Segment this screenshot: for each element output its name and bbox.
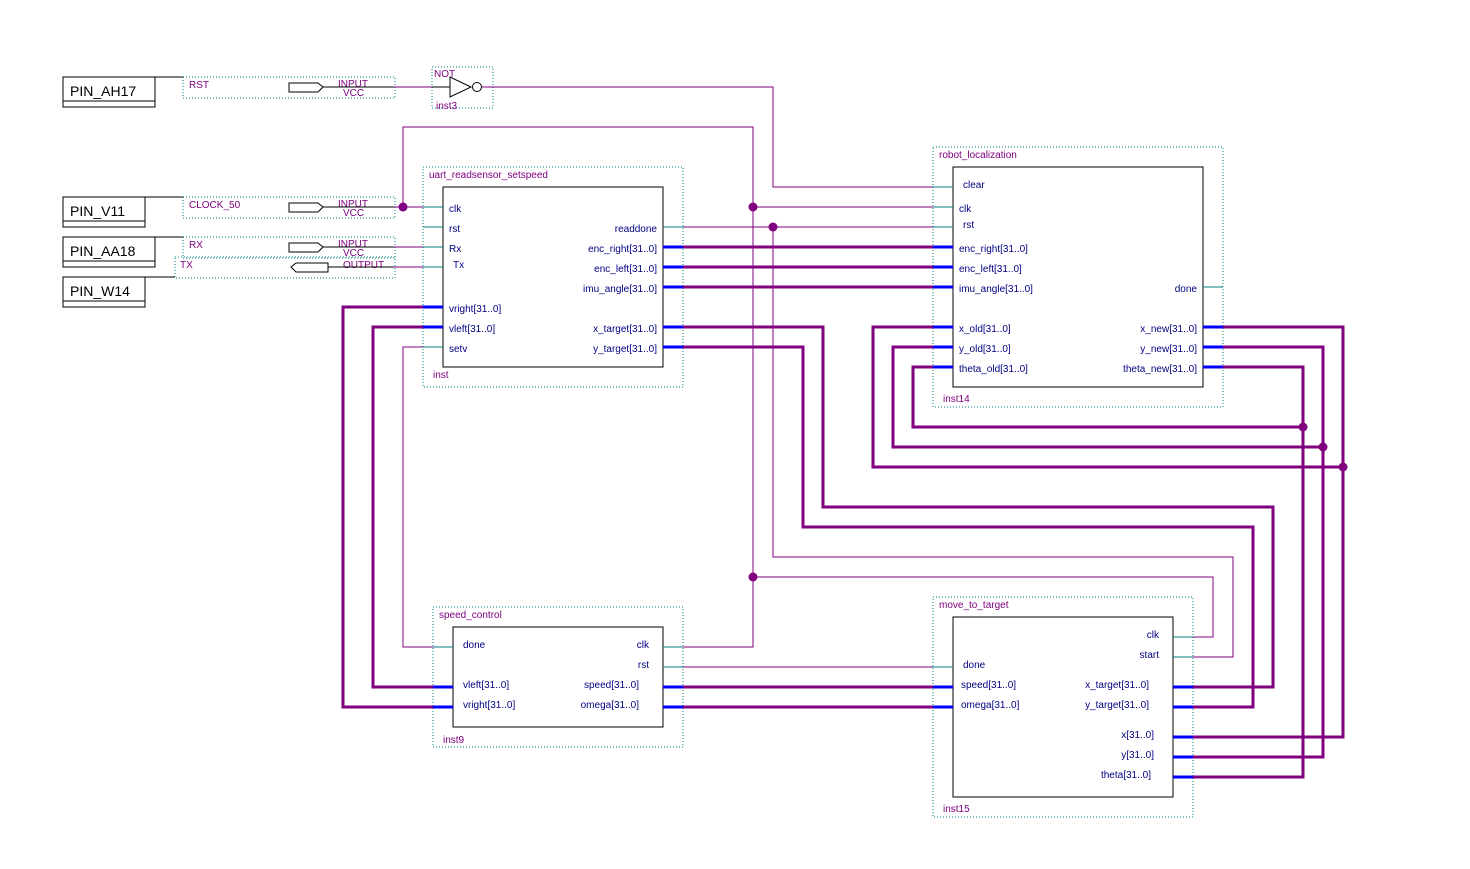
sc-port-done: done <box>463 640 486 651</box>
mt-port-y: y[31..0] <box>1121 750 1154 761</box>
robot-localization-outline <box>932 146 1224 408</box>
input-pin-arrow-clock <box>288 202 324 213</box>
pin-dir-tx: OUTPUT <box>343 260 384 271</box>
uart-port-x-target: x_target[31..0] <box>593 324 657 335</box>
pin-signal-tx: TX <box>180 260 193 271</box>
uart-port-rx: Rx <box>449 244 461 255</box>
pin-signal-clock: CLOCK_50 <box>189 200 241 211</box>
pin-name-aa18: PIN_AA18 <box>70 243 136 259</box>
uart-port-y-target: y_target[31..0] <box>593 344 657 355</box>
pin-dir-rx: INPUT <box>338 239 368 250</box>
rl-port-rst: rst <box>963 220 974 231</box>
mt-port-start: start <box>1140 650 1160 661</box>
move-to-target-block[interactable] <box>952 616 1174 798</box>
rl-port-imu-angle: imu_angle[31..0] <box>959 284 1033 295</box>
not-gate-type: NOT <box>434 69 455 80</box>
uart-port-clk: clk <box>449 204 462 215</box>
rl-port-clear: clear <box>963 180 985 191</box>
pin-name-v11: PIN_V11 <box>70 203 125 219</box>
mt-port-x: x[31..0] <box>1121 730 1154 741</box>
rl-port-y-old: y_old[31..0] <box>959 344 1011 355</box>
input-pin-arrow-rst <box>288 82 324 93</box>
sc-port-clk: clk <box>637 640 650 651</box>
move-to-target-inst: inst15 <box>943 804 970 815</box>
not-gate-inst: inst3 <box>436 101 458 112</box>
uart-port-rst: rst <box>449 224 460 235</box>
mt-port-done: done <box>963 660 986 671</box>
rl-port-theta-new: theta_new[31..0] <box>1123 364 1197 375</box>
rl-port-done: done <box>1175 284 1198 295</box>
pin-vcc-rx: VCC <box>343 248 364 259</box>
not-bubble-icon <box>472 82 482 92</box>
junction-dots <box>398 202 1348 582</box>
uart-block[interactable] <box>442 186 664 368</box>
robot-localization-inst: inst14 <box>943 394 970 405</box>
move-to-target-title: move_to_target <box>939 600 1009 611</box>
rl-port-x-old: x_old[31..0] <box>959 324 1011 335</box>
rl-port-x-new: x_new[31..0] <box>1140 324 1197 335</box>
pin-box-v11[interactable] <box>62 196 146 228</box>
mt-port-x-target: x_target[31..0] <box>1085 680 1149 691</box>
uart-port-vleft: vleft[31..0] <box>449 324 495 335</box>
sc-port-vright: vright[31..0] <box>463 700 515 711</box>
mt-port-theta: theta[31..0] <box>1101 770 1151 781</box>
mt-port-speed: speed[31..0] <box>961 680 1016 691</box>
pin-signal-rst: RST <box>189 80 209 91</box>
pin-name-ah17: PIN_AH17 <box>70 83 136 99</box>
uart-port-enc-right: enc_right[31..0] <box>588 244 657 255</box>
mt-port-omega: omega[31..0] <box>961 700 1020 711</box>
bus-wires <box>341 245 1345 779</box>
uart-outline <box>422 166 684 388</box>
uart-inst: inst <box>433 370 449 381</box>
signal-wires <box>394 86 1234 668</box>
input-pin-arrow-rx <box>288 242 324 253</box>
pin-dir-clock: INPUT <box>338 199 368 210</box>
uart-port-imu-angle: imu_angle[31..0] <box>583 284 657 295</box>
sc-port-vleft: vleft[31..0] <box>463 680 509 691</box>
pin-vcc-clock: VCC <box>343 208 364 219</box>
not-gate[interactable]: NOT inst3 <box>432 69 482 112</box>
rl-port-clk: clk <box>959 204 972 215</box>
pin-box-w14[interactable] <box>62 276 146 308</box>
robot-localization-title: robot_localization <box>939 150 1017 161</box>
not-triangle-icon <box>449 76 473 98</box>
robot-localization-block[interactable] <box>952 166 1204 388</box>
sc-port-omega: omega[31..0] <box>581 700 640 711</box>
output-pin-arrow-tx <box>290 262 329 273</box>
pin-tx-outline <box>174 256 396 279</box>
uart-port-setv: setv <box>449 344 467 355</box>
speed-control-title: speed_control <box>439 610 502 621</box>
pin-box-ah17[interactable] <box>62 76 156 108</box>
rl-port-enc-right: enc_right[31..0] <box>959 244 1028 255</box>
pin-box-aa18[interactable] <box>62 236 156 268</box>
rl-port-theta-old: theta_old[31..0] <box>959 364 1028 375</box>
rl-port-y-new: y_new[31..0] <box>1140 344 1197 355</box>
pin-dir-rst: INPUT <box>338 79 368 90</box>
uart-port-readdone: readdone <box>615 224 658 235</box>
speed-control-block[interactable] <box>452 626 664 728</box>
sc-port-speed: speed[31..0] <box>584 680 639 691</box>
mt-port-y-target: y_target[31..0] <box>1085 700 1149 711</box>
sc-port-rst: rst <box>638 660 649 671</box>
uart-title: uart_readsensor_setspeed <box>429 170 548 181</box>
rl-port-enc-left: enc_left[31..0] <box>959 264 1022 275</box>
mt-port-clk: clk <box>1147 630 1160 641</box>
pin-vcc-rst: VCC <box>343 88 364 99</box>
pin-name-w14: PIN_W14 <box>70 283 130 299</box>
uart-port-enc-left: enc_left[31..0] <box>594 264 657 275</box>
speed-control-inst: inst9 <box>443 735 465 746</box>
pin-signal-rx: RX <box>189 240 203 251</box>
uart-port-tx: Tx <box>453 260 464 271</box>
uart-port-vright: vright[31..0] <box>449 304 501 315</box>
